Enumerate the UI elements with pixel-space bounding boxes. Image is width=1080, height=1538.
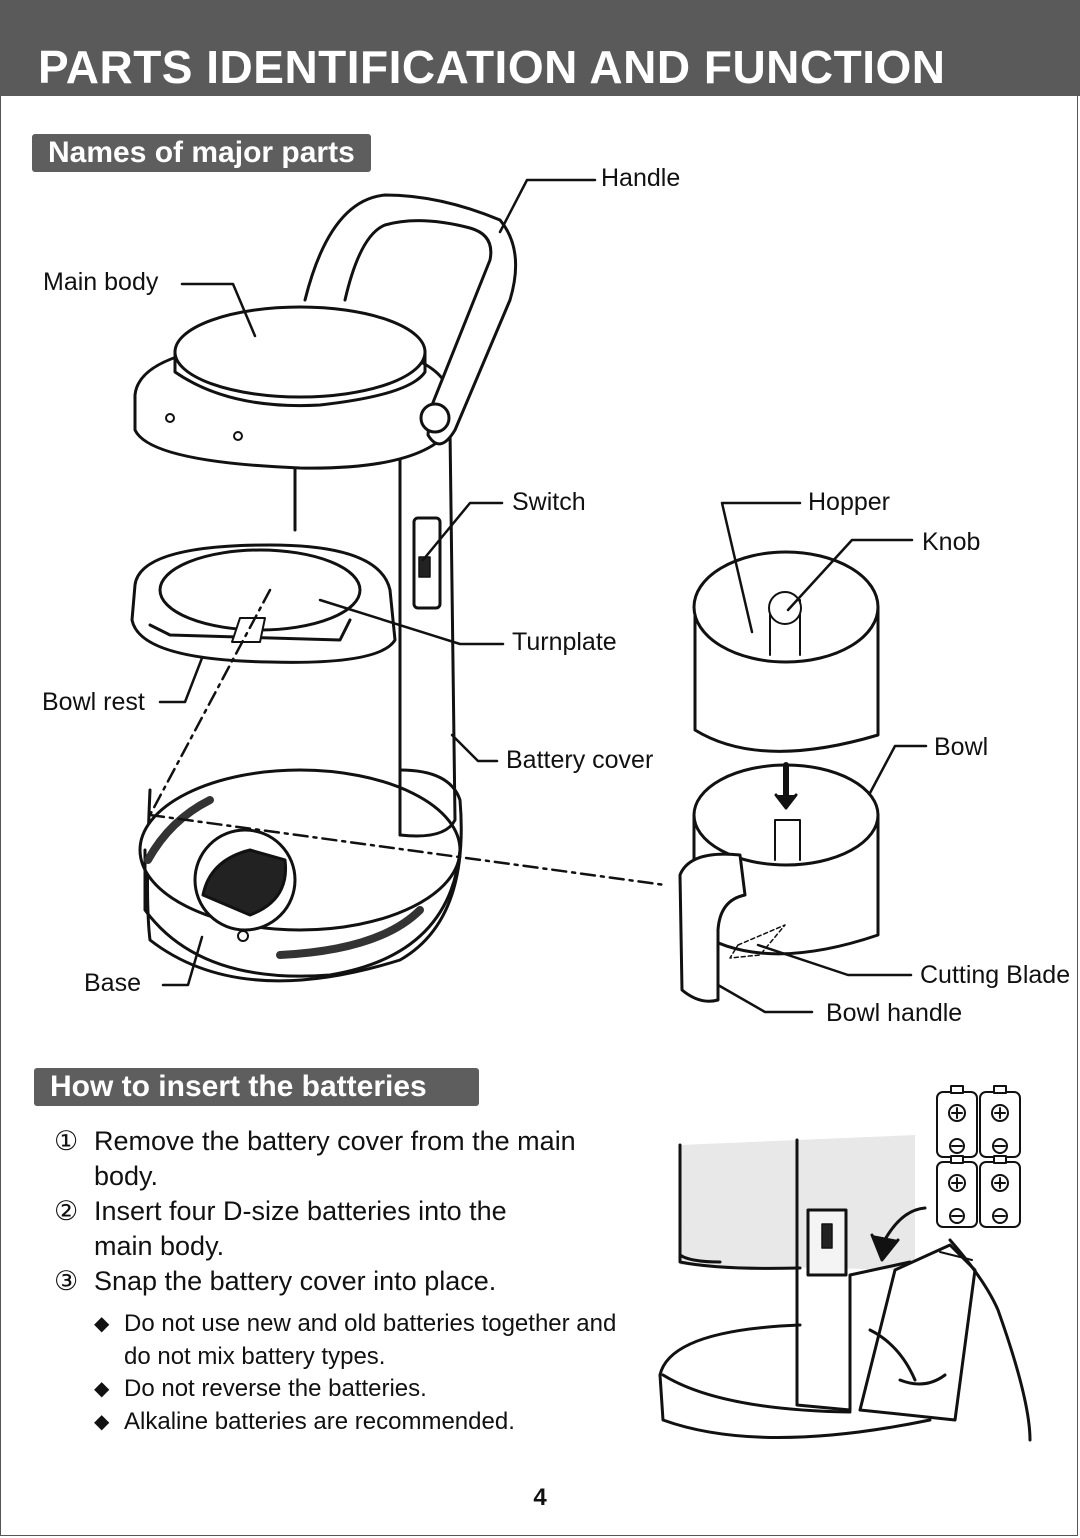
label-switch: Switch — [512, 488, 586, 516]
note-item: ◆ Alkaline batteries are recommended. — [94, 1406, 634, 1439]
step-text: Remove the battery cover from the main b… — [94, 1126, 576, 1191]
label-base: Base — [84, 969, 141, 997]
step-number: ① — [54, 1126, 79, 1156]
step-number: ② — [54, 1196, 79, 1226]
step-number: ③ — [54, 1266, 79, 1296]
page-number: 4 — [533, 1484, 547, 1511]
section-parts-heading: Names of major parts — [32, 134, 371, 172]
label-battery-cover: Battery cover — [506, 746, 654, 774]
label-hopper: Hopper — [808, 488, 890, 516]
battery-illustration — [658, 1085, 1032, 1442]
step-text: Snap the battery cover into place. — [94, 1266, 497, 1296]
diamond-bullet-icon: ◆ — [94, 1410, 110, 1433]
note-item: ◆ Do not reverse the batteries. — [94, 1373, 634, 1406]
step-text: Insert four D-size batteries into the ma… — [94, 1196, 507, 1261]
label-bowl: Bowl — [934, 733, 989, 761]
note-text: Do not reverse the batteries. — [124, 1375, 427, 1402]
label-handle: Handle — [601, 164, 681, 192]
step-item: ① Remove the battery cover from the main… — [54, 1124, 644, 1194]
step-item: ③ Snap the battery cover into place. — [54, 1264, 644, 1299]
page-title: PARTS IDENTIFICATION AND FUNCTION — [38, 41, 946, 93]
battery-notes: ◆ Do not use new and old batteries toget… — [94, 1308, 634, 1438]
title-bar: PARTS IDENTIFICATION AND FUNCTION — [0, 0, 1080, 96]
note-text: Do not use new and old batteries togethe… — [124, 1310, 617, 1370]
label-bowl-handle: Bowl handle — [826, 999, 963, 1027]
leader-lines — [158, 178, 928, 1014]
label-main-body: Main body — [43, 268, 159, 296]
diamond-bullet-icon: ◆ — [94, 1313, 110, 1335]
label-cutting-blade: Cutting Blade — [920, 961, 1071, 989]
battery-steps: ① Remove the battery cover from the main… — [54, 1124, 644, 1299]
hopper-bowl-drawing — [678, 550, 880, 1003]
note-text: Alkaline batteries are recommended. — [124, 1407, 515, 1435]
note-item: ◆ Do not use new and old batteries toget… — [94, 1308, 634, 1373]
label-knob: Knob — [922, 528, 981, 556]
step-item: ② Insert four D-size batteries into the … — [54, 1194, 644, 1264]
label-turnplate: Turnplate — [512, 628, 617, 656]
label-bowl-rest: Bowl rest — [42, 688, 145, 716]
machine-drawing — [130, 193, 667, 983]
section-batteries-heading: How to insert the batteries — [34, 1068, 479, 1106]
diamond-bullet-icon: ◆ — [94, 1378, 110, 1400]
